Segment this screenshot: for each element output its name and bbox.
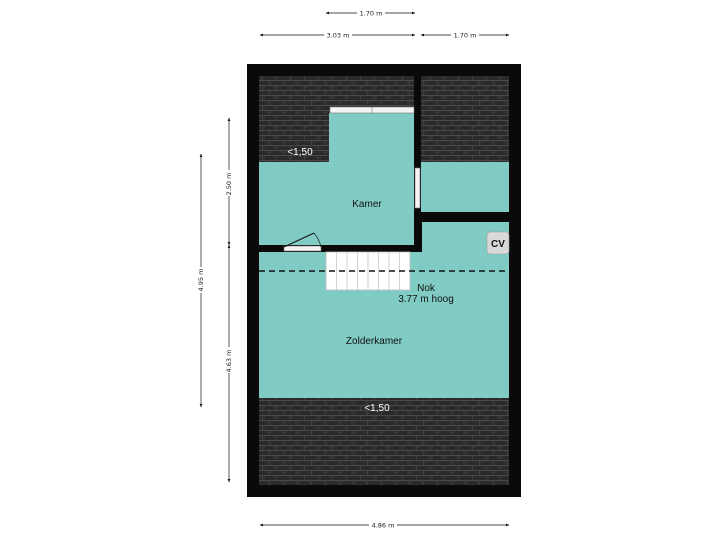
- dim-bottom-text: 4.86 m: [372, 522, 395, 530]
- cv-label: CV: [491, 239, 505, 250]
- dim-left-upper-text: 2.50 m: [225, 173, 233, 196]
- window-side: [414, 167, 421, 209]
- dim-top-left-text: 3.03 m: [327, 32, 350, 40]
- room-side: [421, 162, 509, 212]
- interior-wall-vertical: [414, 212, 422, 252]
- dimension-top-right-lower: 1.70 m: [420, 32, 510, 40]
- room-kamer: [259, 113, 414, 245]
- interior-wall-horizontal: [259, 245, 422, 252]
- room-zolderkamer: [259, 222, 509, 398]
- dimension-left-total: 4.95 m: [197, 153, 205, 408]
- height-label-upper: <1,50: [287, 147, 313, 158]
- nok-title: Nok: [417, 283, 436, 294]
- interior-wall-top: [414, 76, 421, 216]
- height-label-lower: <1,50: [364, 403, 390, 414]
- room-label-zolderkamer: Zolderkamer: [346, 336, 403, 347]
- dimension-bottom: 4.86 m: [259, 522, 510, 530]
- dim-top-right-lower-text: 1.70 m: [454, 32, 477, 40]
- dimension-top-left: 3.03 m: [259, 32, 416, 40]
- dim-top-right-text: 1.70 m: [360, 10, 383, 18]
- dimension-top-right: 1.70 m: [325, 10, 416, 18]
- dim-left-total-text: 4.95 m: [197, 269, 205, 292]
- interior-wall-side: [414, 212, 509, 222]
- room-label-kamer: Kamer: [352, 199, 382, 210]
- staircase: [325, 251, 411, 291]
- cv-box: [486, 231, 510, 255]
- dimension-left-lower: 4.63 m: [225, 244, 233, 483]
- nok-height: 3.77 m hoog: [398, 294, 454, 305]
- dimension-left-upper: 2.50 m: [225, 117, 233, 246]
- dim-left-lower-text: 4.63 m: [225, 350, 233, 373]
- door: [283, 232, 322, 252]
